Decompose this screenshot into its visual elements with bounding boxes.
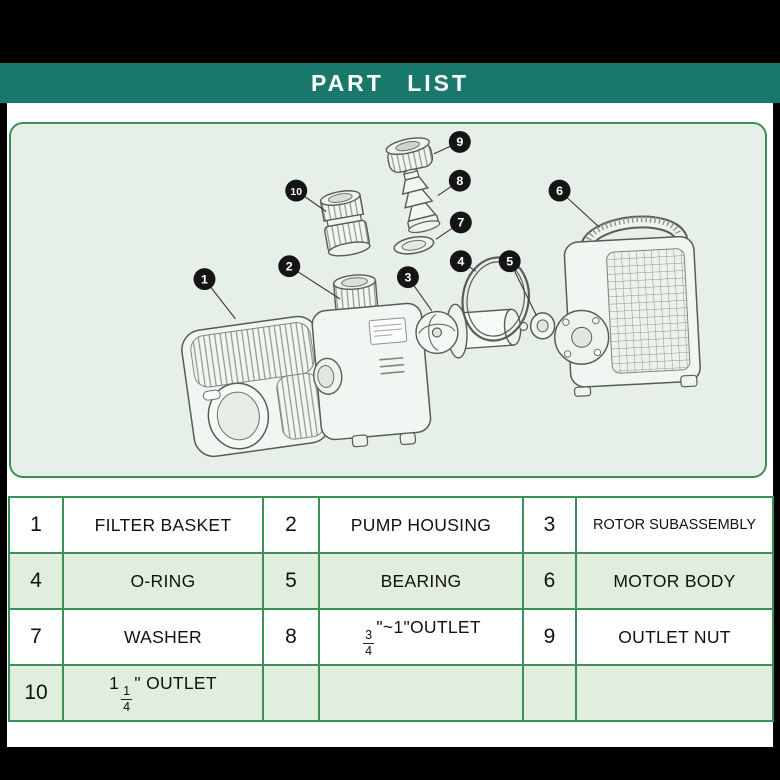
- part-number-cell: 6: [522, 552, 577, 610]
- part-number-cell: 2: [262, 496, 320, 554]
- exploded-diagram-box: 1 2 3 4 5 6 7 8 9 10: [9, 122, 767, 478]
- callout-number: 5: [506, 255, 513, 269]
- callout-number: 3: [404, 270, 411, 284]
- outlet-barbed-drawing: [401, 168, 441, 234]
- part-number-cell: 9: [522, 608, 577, 666]
- part-name-cell: [318, 664, 524, 722]
- part-name-cell: O-RING: [62, 552, 264, 610]
- callout-bubble: [448, 169, 471, 192]
- callout-number: 4: [457, 255, 464, 269]
- callout-bubble: [193, 268, 216, 291]
- part-number-cell: [522, 664, 577, 722]
- part-number-cell: 5: [262, 552, 320, 610]
- part-name-cell: BEARING: [318, 552, 524, 610]
- callout-number: 2: [286, 259, 293, 273]
- callout-layer: 1 2 3 4 5 6 7 8 9 10: [193, 130, 600, 320]
- callout-number: 10: [290, 187, 302, 198]
- washer-drawing: [393, 236, 435, 255]
- part-number-cell: 7: [8, 608, 64, 666]
- filter-basket-drawing: [181, 315, 331, 458]
- part-name-cell: WASHER: [62, 608, 264, 666]
- part-name-cell: PUMP HOUSING: [318, 496, 524, 554]
- callout-bubble: [449, 211, 472, 234]
- page-title-bar: PART LIST: [0, 63, 780, 103]
- part-number-cell: 8: [262, 608, 320, 666]
- part-number-cell: 1: [8, 496, 64, 554]
- part-name-cell: FILTER BASKET: [62, 496, 264, 554]
- pump-exploded-diagram: 1 2 3 4 5 6 7 8 9 10: [181, 130, 701, 458]
- part-name-cell: [575, 664, 774, 722]
- part-number-cell: 10: [8, 664, 64, 722]
- part-name-cell: MOTOR BODY: [575, 552, 774, 610]
- callout-bubble: [278, 255, 301, 278]
- callout-number: 7: [457, 216, 464, 230]
- bearing-drawing: [529, 312, 556, 340]
- callout-bubble: [498, 250, 521, 273]
- callout-bubble: [448, 130, 471, 153]
- callout-number: 8: [456, 174, 463, 188]
- part-name-cell: ROTOR SUBASSEMBLY: [575, 496, 774, 554]
- outlet-nut-drawing: [385, 137, 434, 174]
- pump-housing-drawing: [311, 274, 432, 448]
- page-title: PART LIST: [310, 69, 470, 96]
- part-number-cell: 4: [8, 552, 64, 610]
- callout-bubble: [449, 250, 472, 273]
- callout-bubble: [396, 266, 419, 289]
- callout-number: 9: [456, 135, 463, 149]
- part-name-cell: OUTLET NUT: [575, 608, 774, 666]
- part-number-cell: [262, 664, 320, 722]
- callout-number: 1: [201, 272, 208, 286]
- callout-bubble: [285, 179, 308, 202]
- callout-bubble: [548, 179, 571, 202]
- outlet-1-quarter-drawing: [319, 190, 371, 257]
- part-number-cell: 3: [522, 496, 577, 554]
- callout-number: 6: [556, 184, 563, 198]
- motor-body-drawing: [554, 215, 701, 397]
